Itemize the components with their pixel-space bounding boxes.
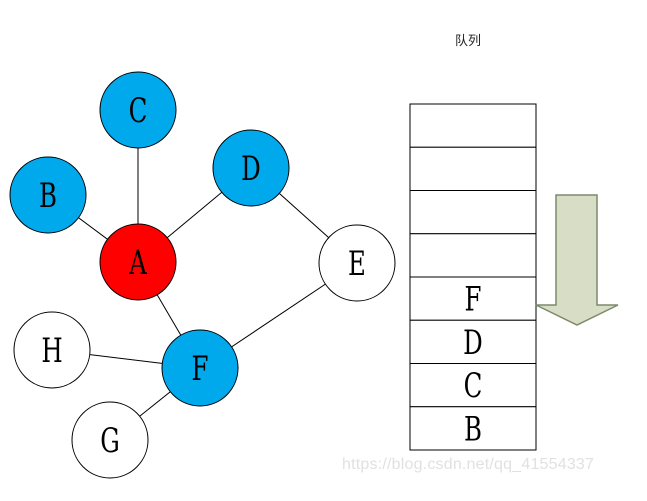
node-a: A xyxy=(99,223,177,301)
queue-cell-1 xyxy=(409,146,537,191)
queue-cell-5 xyxy=(409,319,537,364)
node-e-label: E xyxy=(348,244,366,283)
queue-cell-0 xyxy=(409,103,537,148)
node-h: H xyxy=(13,311,91,389)
node-b: B xyxy=(9,156,87,234)
node-c: C xyxy=(99,71,177,149)
queue-cell-3 xyxy=(409,233,537,278)
queue-cell-label-d: D xyxy=(463,323,483,362)
graph-nodes: A B C D E F G H xyxy=(9,71,396,479)
node-h-circle xyxy=(13,311,91,389)
node-f-label: F xyxy=(192,349,209,388)
node-e: E xyxy=(318,224,396,302)
node-e-circle xyxy=(318,224,396,302)
queue-cell-7 xyxy=(409,406,537,451)
node-f: F xyxy=(161,329,239,407)
node-g: G xyxy=(71,401,149,479)
queue-cell-label-b: B xyxy=(464,409,482,448)
queue-cell-4 xyxy=(409,276,537,321)
node-d-circle xyxy=(212,129,290,207)
node-b-circle xyxy=(9,156,87,234)
queue-cell-2 xyxy=(409,190,537,235)
node-b-label: B xyxy=(39,176,57,215)
node-g-label: G xyxy=(100,421,120,460)
down-arrow-icon xyxy=(535,194,619,326)
node-a-label: A xyxy=(128,243,147,282)
node-a-circle xyxy=(99,223,177,301)
queue-cell-label-f: F xyxy=(465,280,482,319)
node-f-circle xyxy=(161,329,239,407)
node-d: D xyxy=(212,129,290,207)
node-d-label: D xyxy=(241,149,261,188)
node-c-label: C xyxy=(129,91,148,130)
queue-cell-label-c: C xyxy=(464,366,483,405)
node-h-label: H xyxy=(41,331,62,370)
node-c-circle xyxy=(99,71,177,149)
watermark-text: https://blog.csdn.net/qq_41554337 xyxy=(342,456,595,473)
node-g-circle xyxy=(71,401,149,479)
queue-title: 队列 xyxy=(455,34,482,49)
